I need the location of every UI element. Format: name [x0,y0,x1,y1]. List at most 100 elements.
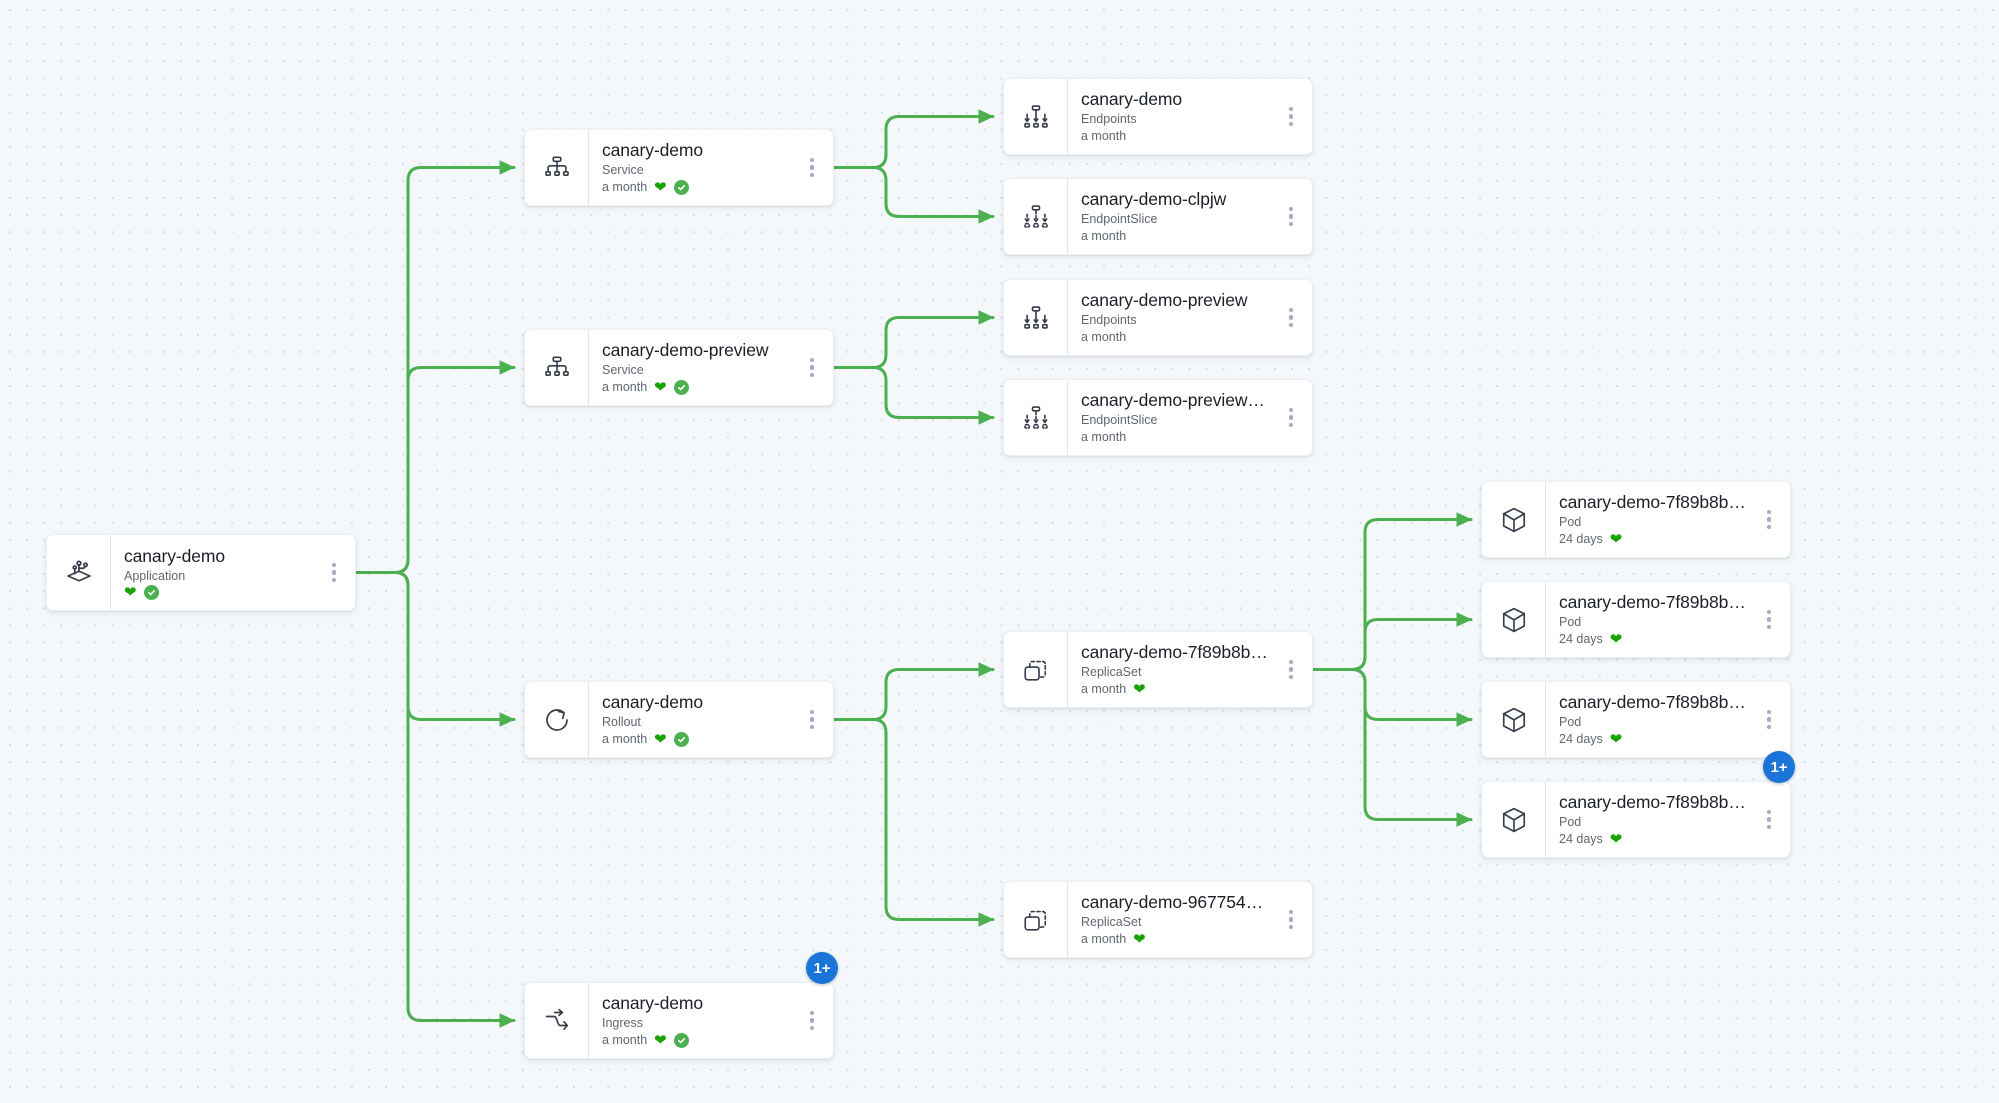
node-age: a month [1081,330,1127,344]
node-title: canary-demo-7f89b8b97... [1559,492,1748,512]
service-icon [525,330,588,405]
pod-icon [1482,682,1545,757]
node-title: canary-demo [1081,89,1183,109]
node-title: canary-demo-preview [1081,290,1248,310]
node-menu-button[interactable] [1280,179,1312,254]
node-age: a month [602,1033,648,1047]
node-kind: Pod [1559,515,1582,529]
node-menu-button[interactable] [1280,882,1312,957]
node-menu-button[interactable] [1758,782,1790,857]
node-kind: Service [602,363,644,377]
argo-application-icon [47,535,110,610]
edge-application-to-service-canary-demo-preview [354,360,516,574]
node-title: canary-demo [602,692,704,712]
node-meta: a month [1081,429,1270,446]
node-menu-button[interactable] [801,330,833,405]
node-title: canary-demo-preview [602,340,769,360]
node-meta: a month [1081,128,1270,145]
node-meta: a month❤ [602,179,791,196]
node-kind: Application [124,569,186,583]
health-status-icon: ❤ [124,584,137,601]
service-icon [525,130,588,205]
edge-replicaset-7f89b8b978-to-pod-1 [1311,512,1473,671]
node-kind: Service [602,163,644,177]
node-age: a month [602,380,648,394]
edge-rollout-canary-demo-to-replicaset-967754b4c [832,718,995,927]
node-meta: 24 days❤ [1559,831,1748,848]
node-age: 24 days [1559,632,1603,646]
health-status-icon: ❤ [1609,831,1623,848]
node-menu-button[interactable] [801,130,833,205]
pod-icon [1482,582,1545,657]
node-menu-button[interactable] [1280,380,1312,455]
health-status-icon: ❤ [1609,531,1623,548]
node-meta: a month❤ [1081,931,1270,948]
endpoints-icon [1004,79,1067,154]
node-title: canary-demo-7f89b8b97... [1559,792,1748,812]
collapsed-group-badge[interactable]: 1+ [1763,751,1795,783]
node-meta: a month❤ [602,731,791,748]
node-kind: Endpoints [1081,313,1137,327]
node-menu-button[interactable] [1280,632,1312,707]
node-age: 24 days [1559,732,1603,746]
node-menu-button[interactable] [801,983,833,1058]
sync-status-icon [673,180,689,195]
node-meta: a month ❤ [602,1032,791,1049]
node-menu-button[interactable] [1280,79,1312,154]
edge-replicaset-7f89b8b978-to-pod-3 [1311,668,1473,727]
node-menu-button[interactable] [1758,582,1790,657]
node-menu-button[interactable] [1758,482,1790,557]
replicaset-icon [1004,632,1067,707]
health-status-icon: ❤ [654,379,667,396]
health-status-icon: ❤ [1609,731,1623,748]
node-kind: Endpoints [1081,112,1137,126]
node-title: canary-demo-7f89b8b978 [1081,642,1270,662]
node-title: canary-demo [124,546,226,566]
node-age: a month [602,732,648,746]
collapsed-group-badge[interactable]: 1+ [806,952,838,984]
endpoints-icon [1004,280,1067,355]
node-menu-button[interactable] [323,535,355,610]
health-status-icon: ❤ [654,1032,667,1049]
node-title: canary-demo [602,993,704,1013]
resource-node-pod-1[interactable]: canary-demo-7f89b8b97... Pod 24 days❤ [1481,481,1791,558]
node-meta: 24 days❤ [1559,531,1748,548]
node-title: canary-demo-7f89b8b97... [1559,692,1748,712]
node-menu-button[interactable] [801,682,833,757]
edge-application-to-rollout-canary-demo [354,571,516,727]
node-menu-button[interactable] [1758,682,1790,757]
edge-replicaset-7f89b8b978-to-pod-4 [1311,668,1473,827]
node-menu-button[interactable] [1280,280,1312,355]
node-meta: a month ❤ [602,379,791,396]
node-age: a month [1081,430,1127,444]
node-age: a month [602,180,648,194]
edge-rollout-canary-demo-to-replicaset-7f89b8b978 [832,662,995,721]
node-age: a month [1081,682,1127,696]
health-status-icon: ❤ [1133,681,1146,698]
node-title: canary-demo-clpjw [1081,189,1227,209]
edge-application-to-service-canary-demo [354,160,516,574]
